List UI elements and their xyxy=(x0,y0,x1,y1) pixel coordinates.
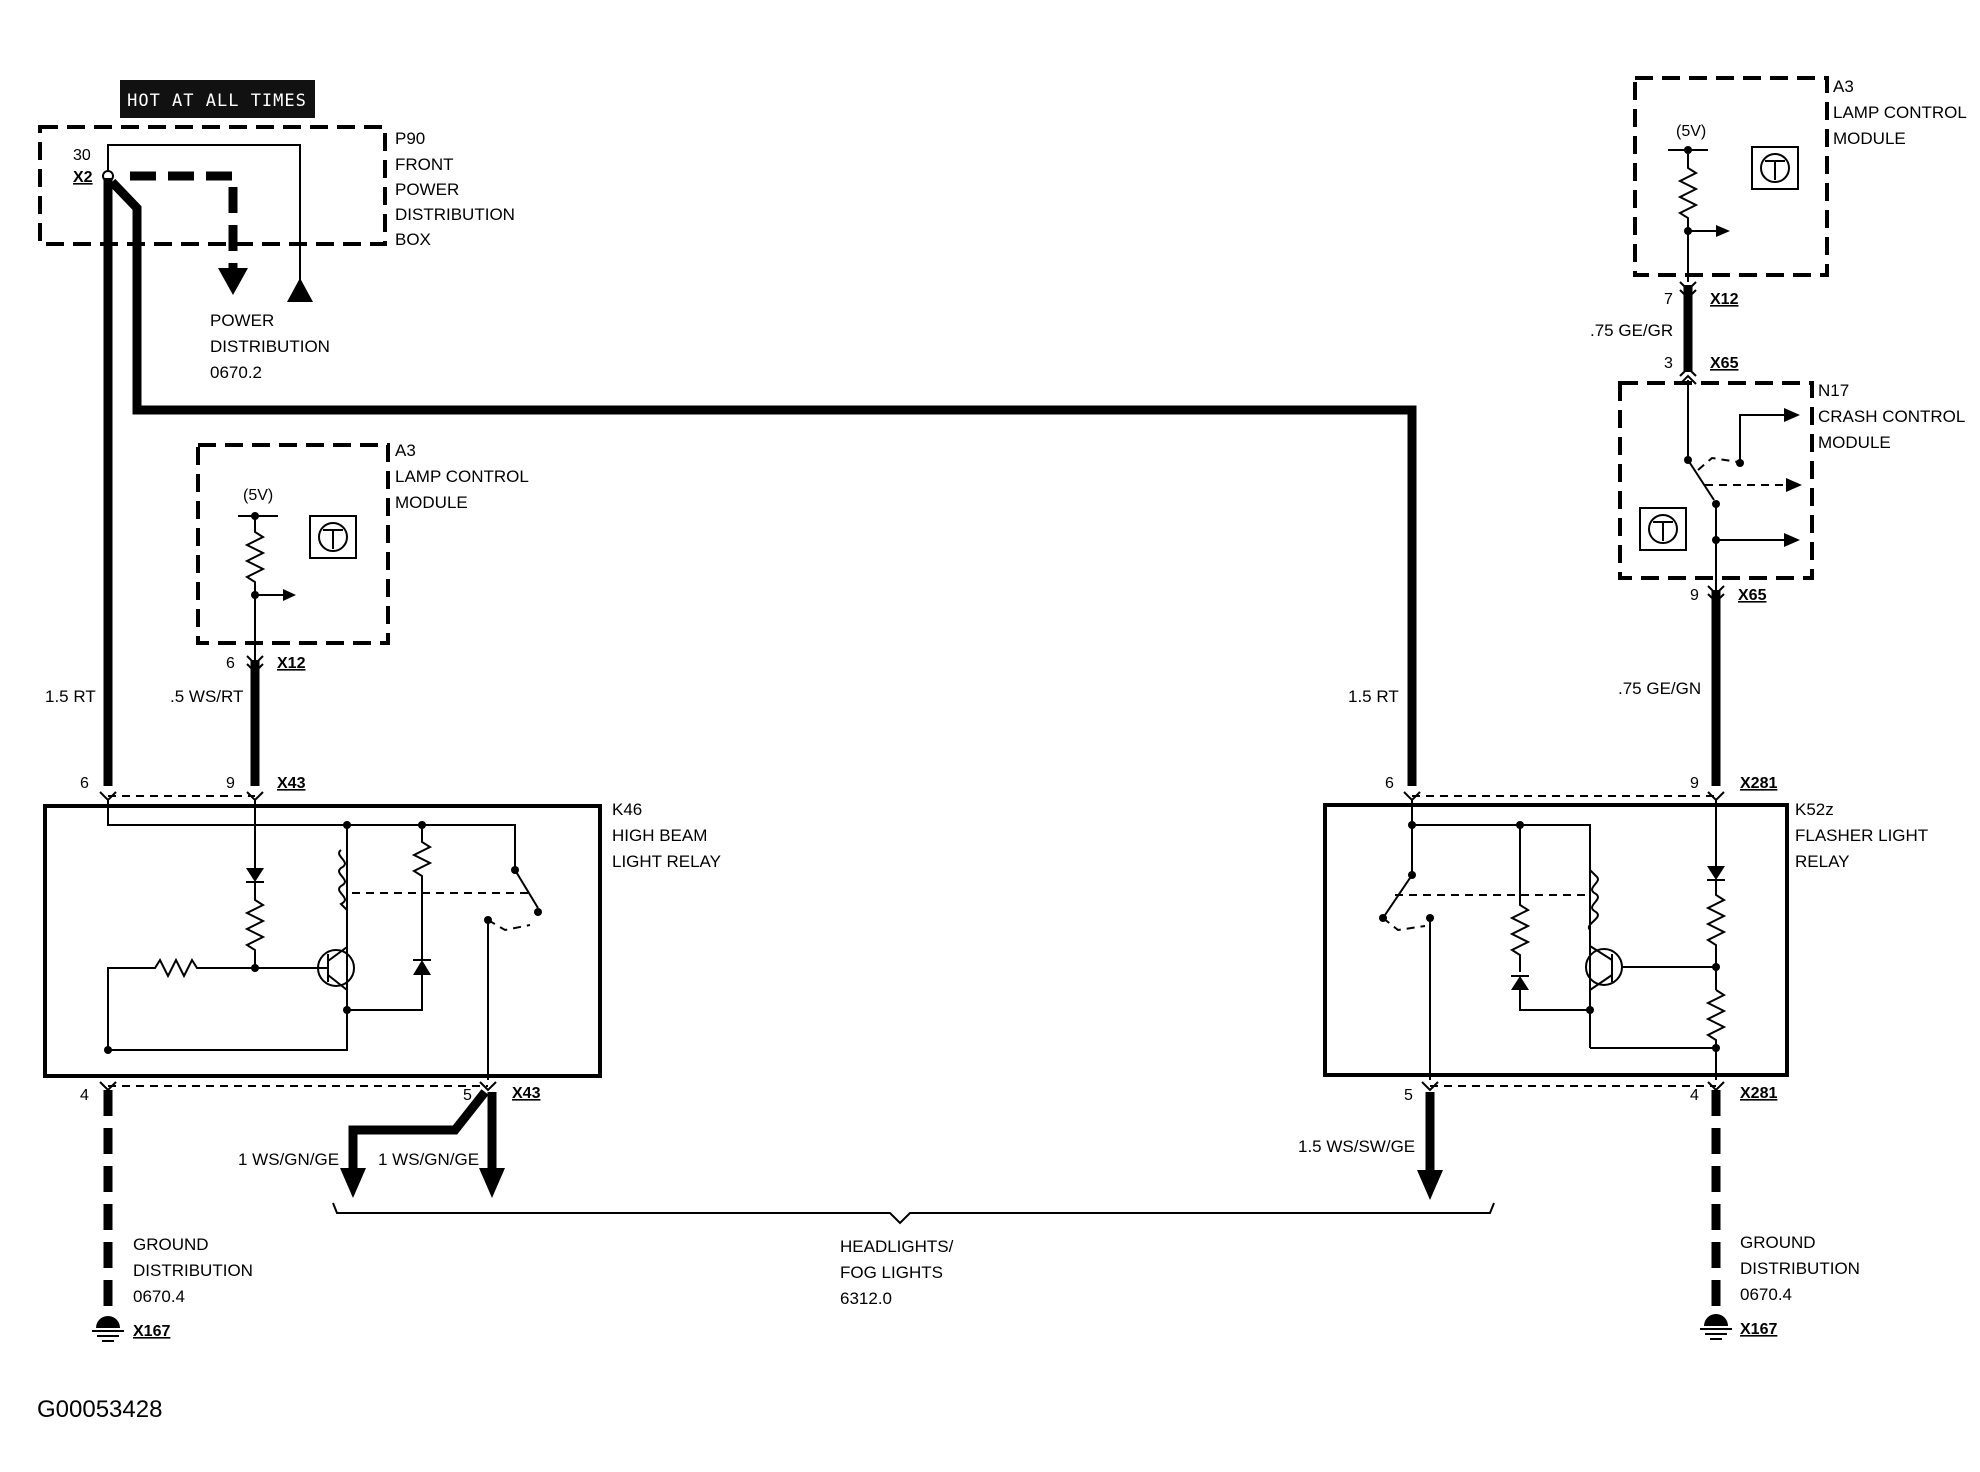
p90-label-line1: P90 xyxy=(395,129,425,148)
k46-output-wires: 1 WS/GN/GE 1 WS/GN/GE xyxy=(103,1089,505,1318)
k52z-flasher-light-relay: K52z FLASHER LIGHT RELAY 6 9 X281 xyxy=(1323,775,1928,1104)
svg-text:X43: X43 xyxy=(512,1085,541,1102)
svg-text:A3: A3 xyxy=(395,441,416,460)
power-distribution-label: POWER DISTRIBUTION 0670.2 xyxy=(210,311,330,382)
k52z-output-wires: 1.5 WS/SW/GE xyxy=(1298,1090,1721,1318)
svg-text:3: 3 xyxy=(1664,355,1673,372)
k46-high-beam-light-relay: K46 HIGH BEAM LIGHT RELAY 6 9 X43 xyxy=(43,775,721,1104)
svg-text:9: 9 xyxy=(1690,587,1699,604)
main-power-wires: 1.5 RT 1.5 RT xyxy=(45,178,1417,786)
svg-text:X281: X281 xyxy=(1740,1085,1777,1102)
ground-right-connector: X167 xyxy=(1740,1321,1777,1338)
svg-text:MODULE: MODULE xyxy=(395,493,468,512)
lamp-control-module-right: A3 LAMP CONTROL MODULE (5V) xyxy=(1633,76,1967,282)
svg-text:MODULE: MODULE xyxy=(1833,129,1906,148)
svg-text:X12: X12 xyxy=(277,655,306,672)
p90-pin-number: 30 xyxy=(73,147,91,164)
svg-text:K52z: K52z xyxy=(1795,800,1834,819)
svg-text:X65: X65 xyxy=(1710,355,1739,372)
wire-label-ws-sw-ge: 1.5 WS/SW/GE xyxy=(1298,1137,1415,1156)
lamp-left-voltage: (5V) xyxy=(243,487,273,504)
svg-text:X281: X281 xyxy=(1740,775,1777,792)
wire-x12-left: 6 X12 .5 WS/RT xyxy=(170,655,306,786)
svg-text:9: 9 xyxy=(1690,775,1699,792)
svg-text:6: 6 xyxy=(80,775,89,792)
svg-text:N17: N17 xyxy=(1818,381,1849,400)
p90-label-line2: FRONT xyxy=(395,155,454,174)
svg-text:4: 4 xyxy=(1690,1087,1699,1104)
wire-label-ws-rt: .5 WS/RT xyxy=(170,687,243,706)
wire-label-right-red: 1.5 RT xyxy=(1348,687,1399,706)
svg-text:HEADLIGHTS/: HEADLIGHTS/ xyxy=(840,1237,954,1256)
svg-text:CRASH CONTROL: CRASH CONTROL xyxy=(1818,407,1965,426)
wire-label-ws-gn-ge-a: 1 WS/GN/GE xyxy=(238,1150,339,1169)
svg-text:5: 5 xyxy=(1404,1087,1413,1104)
svg-text:LAMP CONTROL: LAMP CONTROL xyxy=(395,467,529,486)
ground-distribution-right: GROUND DISTRIBUTION 0670.4 X167 xyxy=(1700,1233,1860,1340)
svg-text:0670.4: 0670.4 xyxy=(1740,1285,1792,1304)
svg-text:GROUND: GROUND xyxy=(133,1235,209,1254)
svg-text:6: 6 xyxy=(226,655,235,672)
n17-crash-control-module: N17 CRASH CONTROL MODULE xyxy=(1618,380,1965,590)
svg-text:MODULE: MODULE xyxy=(1818,433,1891,452)
svg-text:7: 7 xyxy=(1664,291,1673,308)
svg-text:FLASHER LIGHT: FLASHER LIGHT xyxy=(1795,826,1928,845)
svg-text:HIGH BEAM: HIGH BEAM xyxy=(612,826,707,845)
wire-x65-to-x281: 9 X65 .75 GE/GN xyxy=(1618,585,1767,786)
svg-text:RELAY: RELAY xyxy=(1795,852,1850,871)
wire-label-left-red: 1.5 RT xyxy=(45,687,96,706)
svg-text:9: 9 xyxy=(226,775,235,792)
wire-x12-to-x65: 7 X12 .75 GE/GR 3 X65 xyxy=(1590,281,1739,385)
hot-at-all-times-badge: HOT AT ALL TIMES xyxy=(120,80,315,118)
svg-text:X65: X65 xyxy=(1738,587,1767,604)
svg-text:GROUND: GROUND xyxy=(1740,1233,1816,1252)
p90-label-line3: POWER xyxy=(395,180,459,199)
svg-text:A3: A3 xyxy=(1833,77,1854,96)
p90-label-line4: DISTRIBUTION xyxy=(395,205,515,224)
p90-label-line5: BOX xyxy=(395,230,431,249)
headlights-fog-lights-bracket: HEADLIGHTS/ FOG LIGHTS 6312.0 xyxy=(332,1202,1495,1308)
figure-id: G00053428 xyxy=(37,1396,162,1423)
wire-label-ge-gr: .75 GE/GR xyxy=(1590,321,1673,340)
p90-front-power-distribution-box: 30 X2 P90 FRONT POWER DISTRIBUTION BOX xyxy=(38,125,515,302)
svg-text:K46: K46 xyxy=(612,800,642,819)
hot-badge-text: HOT AT ALL TIMES xyxy=(127,91,307,111)
svg-text:X43: X43 xyxy=(277,775,306,792)
wire-label-ws-gn-ge-b: 1 WS/GN/GE xyxy=(378,1150,479,1169)
svg-text:0670.2: 0670.2 xyxy=(210,363,262,382)
svg-text:0670.4: 0670.4 xyxy=(133,1287,185,1306)
svg-text:FOG LIGHTS: FOG LIGHTS xyxy=(840,1263,943,1282)
svg-text:6312.0: 6312.0 xyxy=(840,1289,892,1308)
p90-pin-connector: X2 xyxy=(73,169,93,186)
wire-label-ge-gn: .75 GE/GN xyxy=(1618,679,1701,698)
svg-text:DISTRIBUTION: DISTRIBUTION xyxy=(1740,1259,1860,1278)
svg-text:POWER: POWER xyxy=(210,311,274,330)
ground-left-connector: X167 xyxy=(133,1323,170,1340)
svg-text:DISTRIBUTION: DISTRIBUTION xyxy=(210,337,330,356)
svg-text:LIGHT RELAY: LIGHT RELAY xyxy=(612,852,721,871)
svg-text:4: 4 xyxy=(80,1087,89,1104)
svg-text:LAMP CONTROL: LAMP CONTROL xyxy=(1833,103,1967,122)
svg-text:X12: X12 xyxy=(1710,291,1739,308)
ground-distribution-left: GROUND DISTRIBUTION 0670.4 X167 xyxy=(92,1235,253,1342)
svg-text:6: 6 xyxy=(1385,775,1394,792)
svg-text:5: 5 xyxy=(463,1087,472,1104)
lamp-control-module-left: A3 LAMP CONTROL MODULE (5V) xyxy=(196,441,529,665)
svg-text:DISTRIBUTION: DISTRIBUTION xyxy=(133,1261,253,1280)
lamp-right-voltage: (5V) xyxy=(1676,123,1706,140)
